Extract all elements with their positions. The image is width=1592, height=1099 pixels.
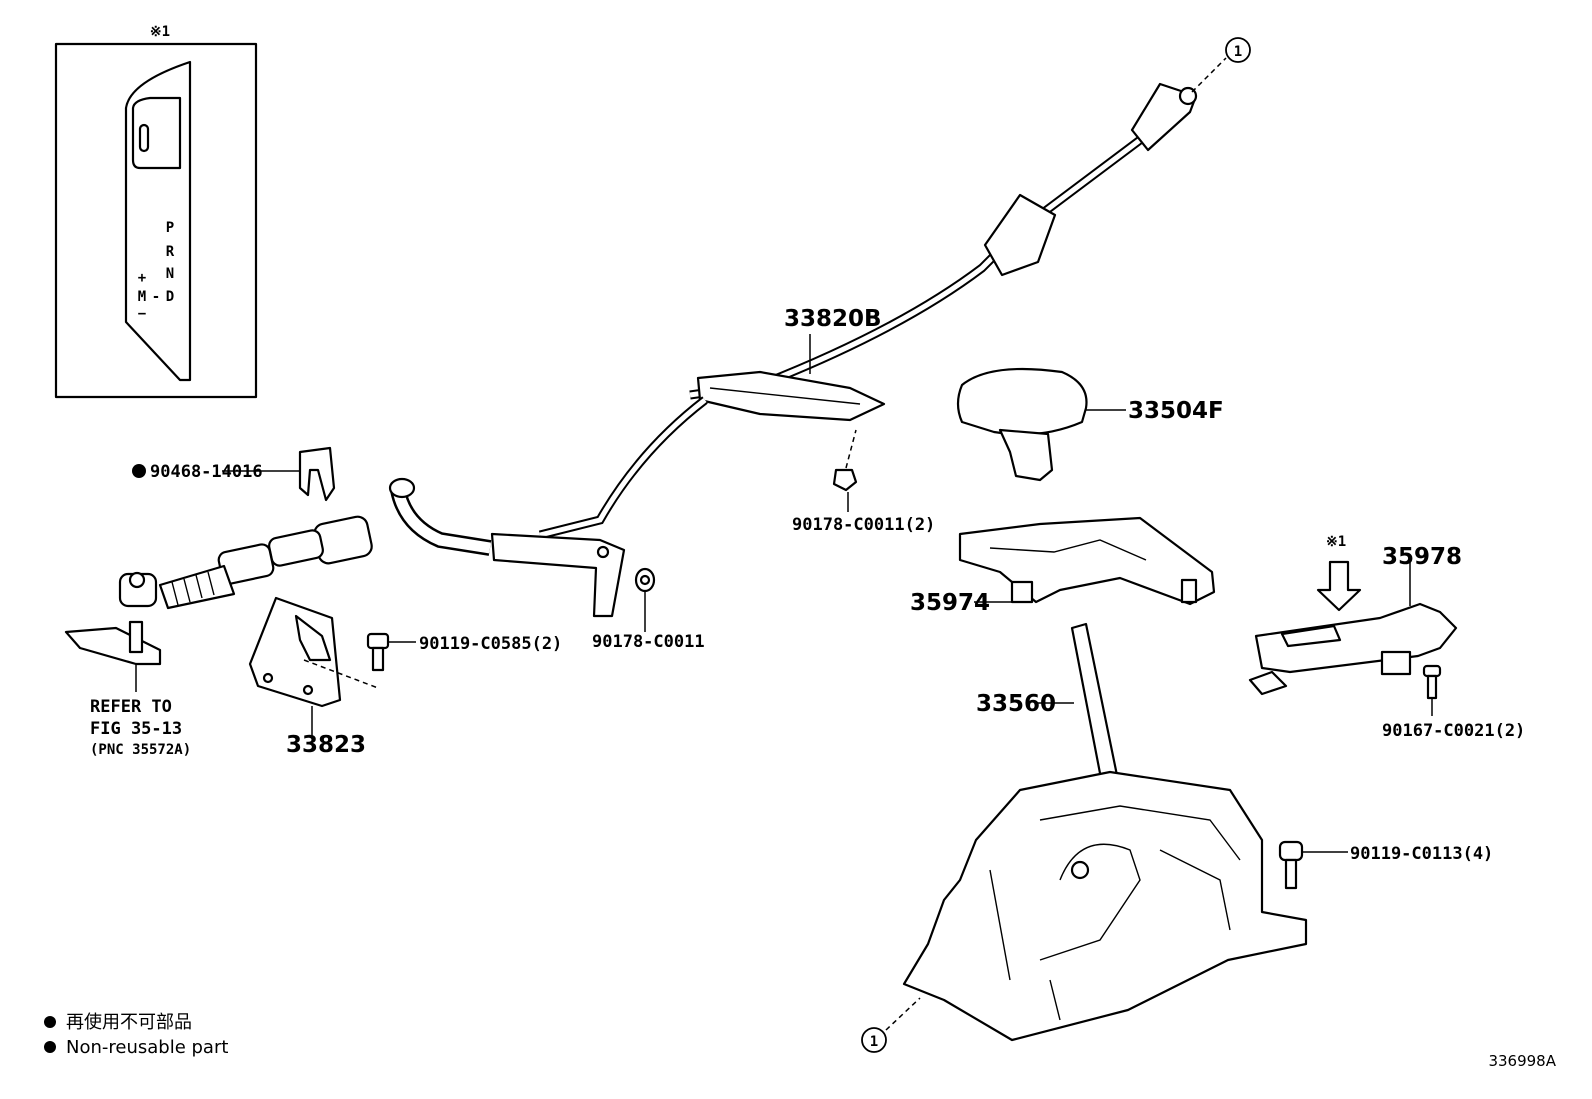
bolt-90119-C0113: [1278, 840, 1304, 890]
connector-1-bottom: [861, 1027, 887, 1053]
label-90468-14016: 90468-14016: [150, 462, 263, 482]
manual-mode: M: [138, 289, 146, 305]
label-33823: 33823: [286, 732, 366, 758]
shift-letter-r: R: [166, 244, 175, 260]
legend-item-en: Non-reusable part: [66, 1037, 228, 1058]
inset-ref-mark: ※1: [150, 24, 170, 40]
shift-indicator-inset: ※1 P R N D + M - −: [54, 24, 258, 399]
label-33560: 33560: [976, 691, 1056, 717]
label-33820B: 33820B: [784, 306, 882, 332]
shift-letter-p: P: [166, 220, 174, 236]
refer-line-3: (PNC 35572A): [90, 742, 191, 758]
manual-plus: +: [138, 270, 146, 286]
shift-slot-icon: [138, 123, 150, 153]
connector-1-top: [1225, 37, 1251, 63]
screw-90167-C0021: [1422, 664, 1442, 700]
lever-bracket: [64, 626, 162, 666]
shift-letter-d: D: [166, 289, 174, 305]
cable-bracket: [490, 532, 626, 618]
label-90119-C0585-2: 90119-C0585(2): [419, 634, 562, 654]
shift-letter-n: N: [166, 266, 174, 282]
label-90178-C0011-2: 90178-C0011(2): [792, 515, 935, 535]
bolt-90119-C0585: [366, 632, 390, 672]
label-90119-C0113-4: 90119-C0113(4): [1350, 844, 1493, 864]
legend: 再使用不可部品 Non-reusable part: [44, 1012, 228, 1058]
clip-90468: [298, 446, 336, 502]
shift-knob-33504F: [956, 367, 1088, 482]
refer-line-1: REFER TO: [90, 697, 172, 717]
inset-frame: [54, 42, 258, 399]
view-arrow-icon: [1316, 560, 1362, 612]
label-90167-C0021-2: 90167-C0021(2): [1382, 721, 1525, 741]
figure-id: 336998A: [1488, 1052, 1556, 1070]
label-35978: 35978: [1382, 544, 1462, 570]
legend-item-jp: 再使用不可部品: [66, 1012, 192, 1033]
indicator-35978: [1248, 560, 1458, 696]
non-reusable-dot-icon: [132, 464, 146, 478]
housing-35974: [958, 516, 1216, 606]
nut-90178-C0011-2: [832, 429, 858, 492]
legend-dot-icon-1: [44, 1016, 56, 1028]
refer-line-2: FIG 35-13: [90, 719, 182, 739]
label-33504F: 33504F: [1128, 398, 1224, 424]
connector-1-top-label: 1: [1234, 44, 1242, 60]
label-90178-C0011: 90178-C0011: [592, 632, 705, 652]
shift-lever-assembly-33560: [902, 622, 1308, 1042]
label-35974: 35974: [910, 590, 990, 616]
legend-dot-icon-2: [44, 1041, 56, 1053]
manual-minus: −: [138, 306, 146, 322]
nut-90178-C0011: [634, 567, 656, 593]
label-35978-ref: ※1: [1326, 534, 1346, 550]
control-cable-33820B: [118, 82, 1198, 618]
cable-adjuster: [983, 193, 1057, 277]
connector-1-bottom-label: 1: [870, 1034, 878, 1050]
cable-bellows: [158, 564, 236, 610]
manual-dash: -: [152, 289, 160, 305]
